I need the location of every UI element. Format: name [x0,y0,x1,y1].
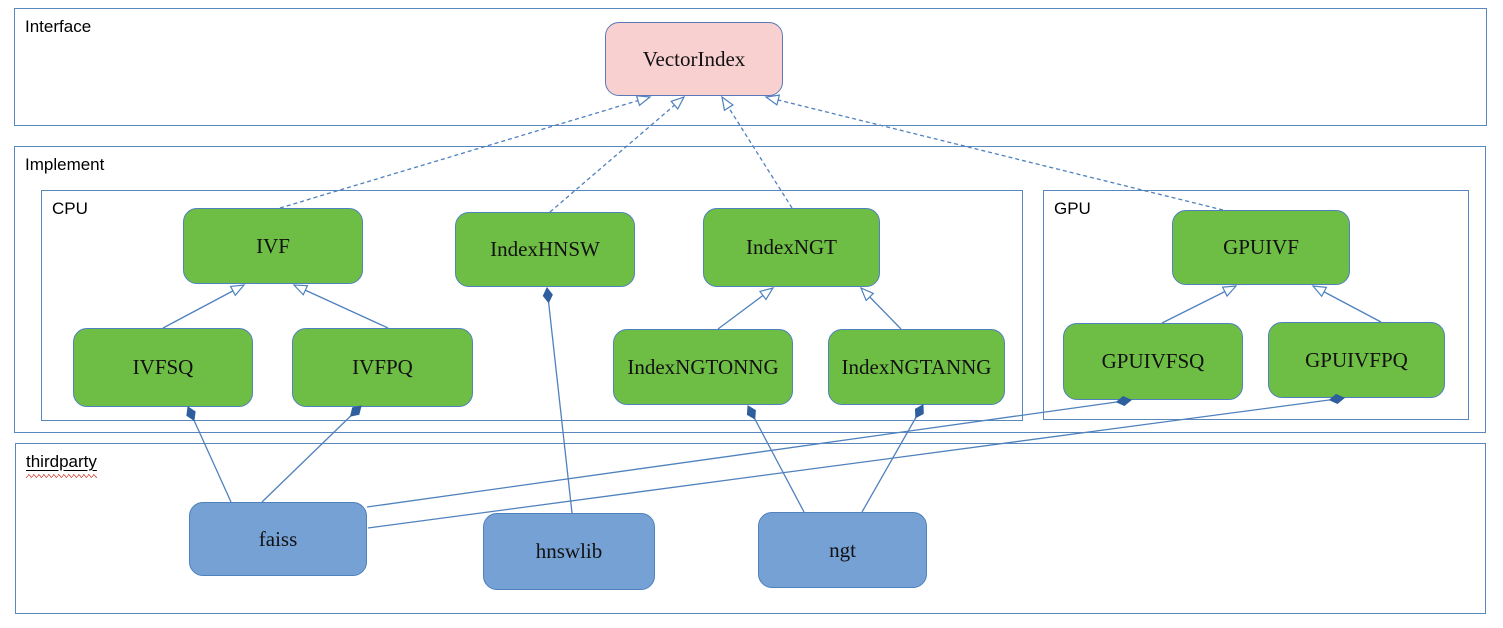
node-label-gpuivfpq: GPUIVFPQ [1305,347,1408,372]
node-vectorindex: VectorIndex [605,22,783,96]
node-label-hnswlib: hnswlib [535,539,603,563]
container-label-interface: Interface [25,17,92,36]
node-label-gpuivfsq: GPUIVFSQ [1101,349,1205,373]
node-gpuivf: GPUIVF [1172,210,1350,285]
node-label-indexngt: IndexNGT [746,235,837,259]
node-hnswlib: hnswlib [483,513,655,590]
node-label-indexngtanng: IndexNGTANNG [841,354,992,379]
node-label-ivf: IVF [256,233,290,258]
node-label-vectorindex: VectorIndex [642,46,746,71]
node-ivfsq: IVFSQ [73,328,253,407]
node-label-ivfpq: IVFPQ [352,355,413,379]
node-ngt: ngt [758,512,927,588]
container-label-thirdparty: thirdparty [26,452,97,478]
node-faiss: faiss [189,502,367,576]
node-ivf: IVF [183,208,363,284]
node-indexngt: IndexNGT [703,208,880,287]
node-indexngtanng: IndexNGTANNG [828,329,1005,405]
node-gpuivfpq: GPUIVFPQ [1268,322,1445,398]
container-label-cpu: CPU [52,199,88,218]
node-gpuivfsq: GPUIVFSQ [1063,323,1243,400]
container-label-implement: Implement [25,155,105,174]
container-label-gpu: GPU [1054,199,1091,218]
node-label-ivfsq: IVFSQ [132,355,194,379]
node-label-indexngtonng: IndexNGTONNG [627,354,779,379]
node-ivfpq: IVFPQ [292,328,473,407]
node-indexngtonng: IndexNGTONNG [613,329,793,405]
node-label-faiss: faiss [258,526,298,551]
node-label-ngt: ngt [829,537,856,562]
node-indexhnsw: IndexHNSW [455,212,635,287]
node-label-indexhnsw: IndexHNSW [490,237,600,261]
node-label-gpuivf: GPUIVF [1223,235,1299,259]
